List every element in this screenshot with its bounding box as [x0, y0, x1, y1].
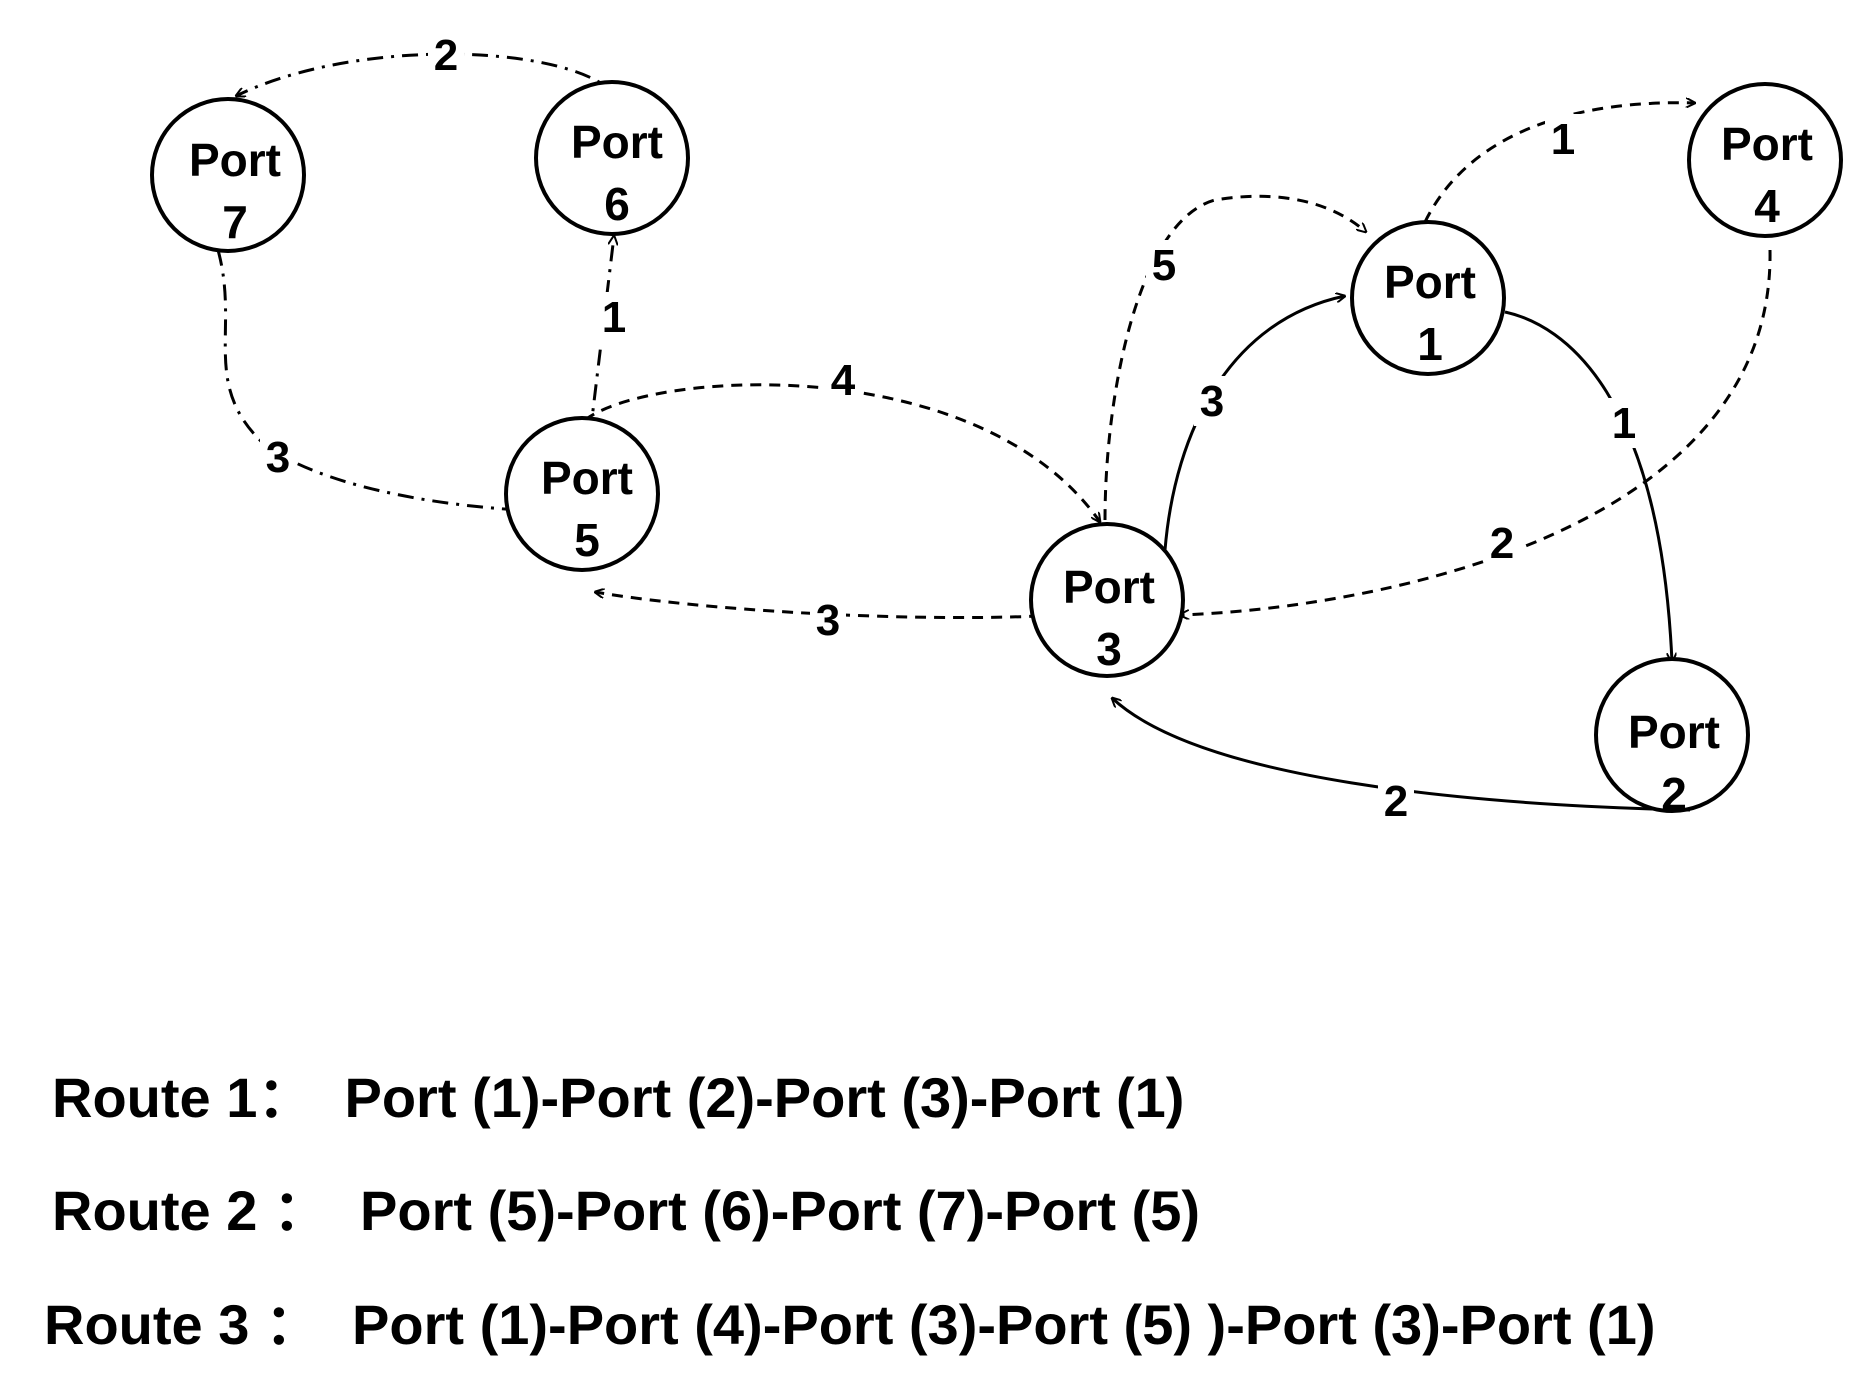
nodes-layer: Port 1 Port 2 Port 3 Port 4 Port 5 Port …	[150, 80, 1843, 820]
port-5-label: Port	[541, 452, 633, 504]
route-1-line: Route 1： Port (1)-Port (2)-Port (3)-Port…	[52, 1070, 1184, 1126]
label-bg	[428, 30, 464, 80]
route-2-line: Route 2 ： Port (5)-Port (6)-Port (7)-Por…	[52, 1183, 1200, 1239]
edge-port6-to-port7: 2	[236, 30, 620, 99]
route-2-path: Port (5)-Port (6)-Port (7)-Port (5)	[360, 1179, 1200, 1242]
label-bg	[596, 292, 632, 342]
edge-label-port1-to-port4: 1	[1551, 115, 1575, 164]
route-2-label: Route 2 ：	[52, 1179, 329, 1242]
route-3-path: Port (1)-Port (4)-Port (3)-Port (5) )-Po…	[352, 1293, 1656, 1356]
port-2-node: Port 2	[1594, 657, 1750, 820]
label-bg	[1146, 240, 1182, 290]
edge-port5-to-port3: 4	[584, 355, 1100, 522]
port-2-label: Port	[1628, 706, 1720, 758]
edge-label-port3-to-port1-dashed: 5	[1152, 241, 1176, 290]
route-1-label: Route 1：	[52, 1066, 314, 1129]
edge-port1-to-port2: 1	[1504, 310, 1672, 662]
port-5-number: 5	[574, 514, 600, 566]
port-3-node: Port 3	[1029, 522, 1185, 678]
edge-port3-to-port1: 5	[1103, 194, 1366, 521]
port-4-node: Port 4	[1687, 82, 1843, 238]
label-bg	[1378, 776, 1414, 826]
label-bg	[810, 595, 846, 645]
edge-label-port4-to-port3: 2	[1490, 519, 1514, 568]
label-bg	[1545, 114, 1581, 164]
label-bg	[1606, 398, 1642, 448]
label-bg	[1484, 518, 1520, 568]
edge-port7-to-port5: 3	[216, 249, 520, 510]
label-bg	[1194, 376, 1230, 426]
edge-label-port1-to-port2: 1	[1612, 399, 1636, 448]
port-6-number: 6	[604, 178, 630, 230]
port-7-node: Port 7	[150, 97, 306, 253]
port-5-node: Port 5	[504, 416, 660, 572]
route-1-path: Port (1)-Port (2)-Port (3)-Port (1)	[344, 1066, 1185, 1129]
label-bg	[825, 355, 861, 405]
port-1-node: Port 1	[1350, 220, 1506, 376]
port-7-number: 7	[222, 196, 248, 248]
route-3-label: Route 3 ：	[44, 1293, 321, 1356]
edge-label-port7-to-port5: 3	[266, 433, 290, 482]
port-1-number: 1	[1417, 318, 1443, 370]
edge-port4-to-port3: 2	[1180, 249, 1772, 615]
edges-layer: 1 2 3 1 2 3	[216, 30, 1772, 826]
edge-port5-to-port6: 1	[588, 236, 632, 436]
edge-label-port5-to-port6: 1	[602, 293, 626, 342]
port-3-number: 3	[1096, 623, 1122, 675]
edge-label-port6-to-port7: 2	[434, 31, 458, 80]
label-bg	[260, 432, 296, 482]
edge-port3-to-port1: 3	[1163, 296, 1345, 551]
port-7-label: Port	[189, 134, 281, 186]
edge-port2-to-port3: 2	[1112, 698, 1691, 826]
port-1-label: Port	[1384, 256, 1476, 308]
edge-port1-to-port4: 1	[1423, 103, 1695, 223]
port-3-label: Port	[1063, 561, 1155, 613]
port-4-number: 4	[1754, 180, 1780, 232]
edge-port3-to-port5: 3	[595, 592, 1041, 645]
port-6-node: Port 6	[534, 80, 690, 236]
port-2-number: 2	[1661, 768, 1687, 820]
edge-label-port2-to-port3: 2	[1384, 777, 1408, 826]
edge-label-port3-to-port5: 3	[816, 596, 840, 645]
route-3-line: Route 3 ： Port (1)-Port (4)-Port (3)-Por…	[44, 1297, 1656, 1353]
edge-label-port3-to-port1: 3	[1200, 377, 1224, 426]
port-6-label: Port	[571, 116, 663, 168]
port-4-label: Port	[1721, 118, 1813, 170]
edge-label-port5-to-port3: 4	[831, 356, 856, 405]
